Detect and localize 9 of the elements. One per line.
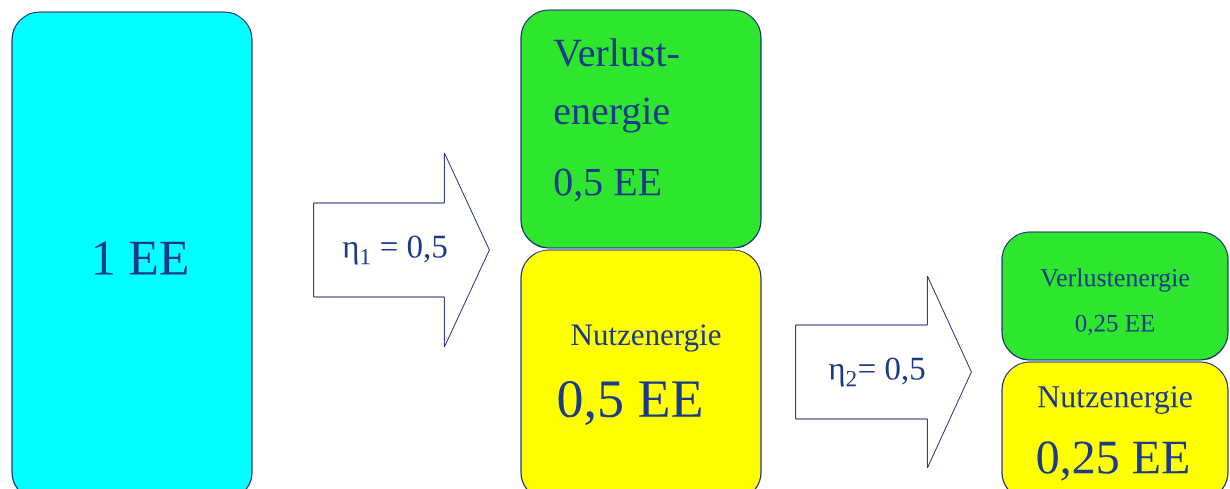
block-arrow bbox=[795, 275, 972, 469]
energy-box: Nutzenergie 0,5 EE bbox=[520, 249, 762, 489]
energy-box: 1 EE bbox=[11, 11, 253, 489]
edge-label: η$_{2}$= 0,5 bbox=[828, 357, 925, 387]
energy-box: Verlustenergie 0,25 EE bbox=[1001, 231, 1229, 361]
block-arrow bbox=[313, 152, 490, 348]
edge-label: η$_{1}$ = 0,5 bbox=[342, 235, 447, 265]
energy-box: Verlust- energie 0,5 EE bbox=[520, 9, 762, 249]
energy-box: Nutzenergie 0,25 EE bbox=[1001, 361, 1229, 489]
